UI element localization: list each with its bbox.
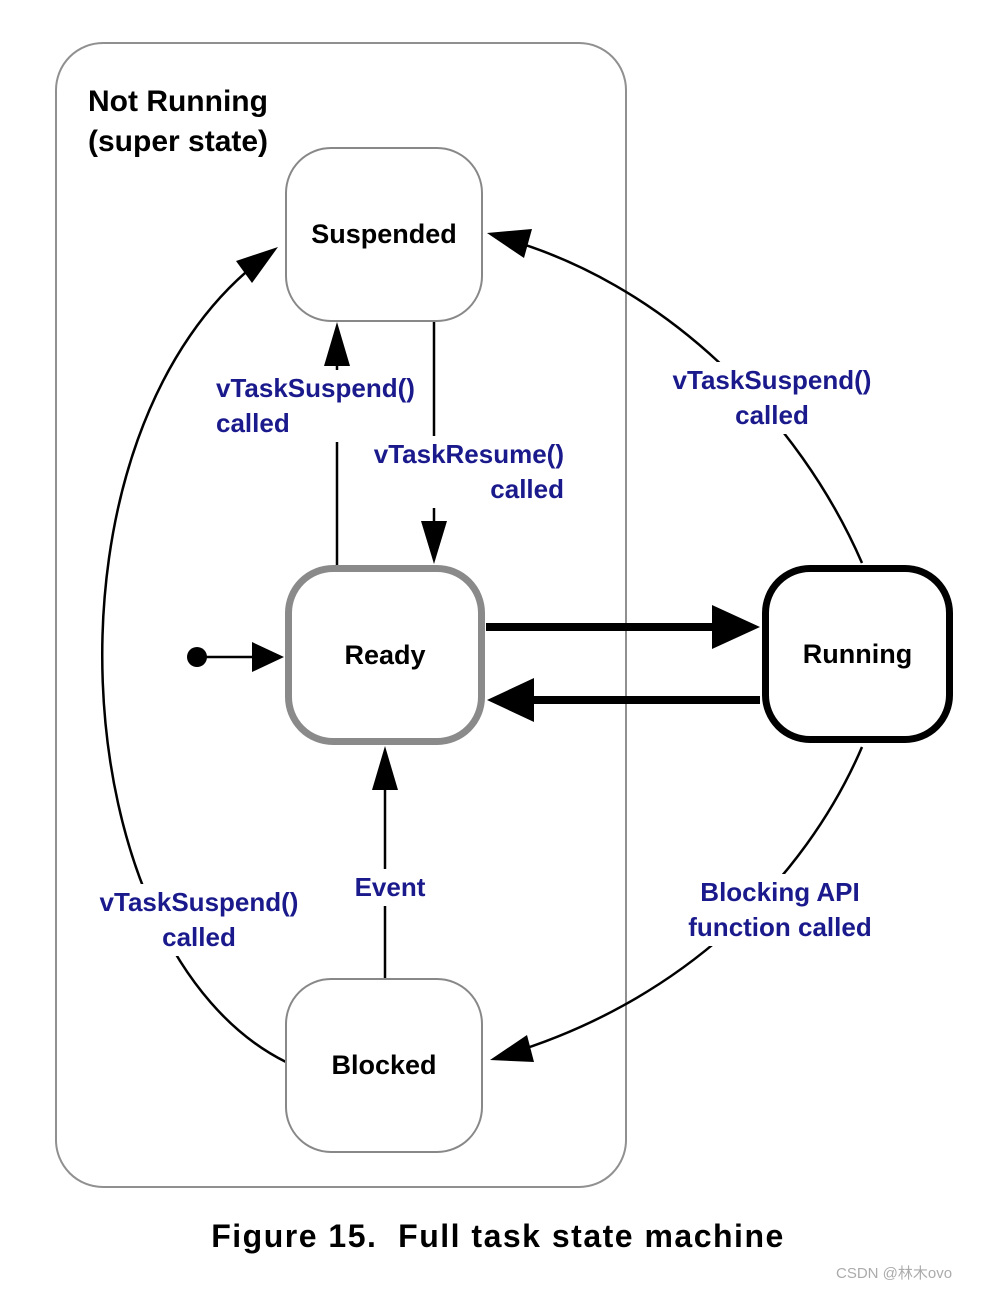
label-running-to-blocked: Blocking API function called <box>650 874 910 946</box>
label-suspended-to-ready: vTaskResume() called <box>358 436 568 508</box>
initial-state-arrow <box>187 642 284 672</box>
label-line: Blocking API <box>700 877 860 907</box>
label-line: vTaskSuspend() <box>99 887 299 917</box>
label-line: called <box>162 922 236 952</box>
state-running: Running <box>762 565 953 743</box>
label-line: function called <box>688 912 872 942</box>
watermark-text: CSDN @林木ovo <box>836 1265 953 1282</box>
arrow-ready-to-suspended <box>324 322 350 565</box>
arrow-blocked-to-ready <box>372 746 398 978</box>
label-line: vTaskSuspend() <box>216 373 415 403</box>
arrowhead <box>372 746 398 790</box>
super-state-label: Not Running (super state) <box>88 82 268 162</box>
super-state-label-line1: Not Running <box>88 85 268 118</box>
label-line: called <box>735 400 809 430</box>
arrowhead <box>324 322 350 366</box>
label-line: vTaskResume() <box>373 439 564 469</box>
state-blocked: Blocked <box>285 978 483 1153</box>
state-blocked-label: Blocked <box>331 1050 437 1080</box>
label-line: Event <box>354 872 426 902</box>
label-blocked-to-suspended: vTaskSuspend() called <box>90 884 308 956</box>
arrow-curve <box>101 254 287 1064</box>
label-line: called <box>490 474 564 504</box>
state-ready-label: Ready <box>344 639 426 670</box>
state-running-label: Running <box>802 638 913 669</box>
arrowhead <box>712 605 760 649</box>
label-line: vTaskSuspend() <box>672 365 872 395</box>
arrowhead <box>487 229 532 258</box>
initial-state-arrowhead <box>252 642 284 672</box>
label-blocked-to-ready: Event <box>336 869 444 906</box>
label-running-to-suspended: vTaskSuspend() called <box>652 362 892 434</box>
arrow-ready-to-running <box>486 605 760 649</box>
state-ready: Ready <box>285 565 485 745</box>
arrowhead <box>421 521 447 564</box>
initial-state-dot <box>187 647 207 667</box>
state-suspended-label: Suspended <box>311 219 457 249</box>
state-suspended: Suspended <box>285 147 483 322</box>
super-state-label-line2: (super state) <box>88 125 269 158</box>
label-ready-to-suspended: vTaskSuspend() called <box>212 370 419 442</box>
label-line: called <box>216 408 290 438</box>
arrowhead <box>236 247 278 283</box>
arrowhead <box>490 1035 534 1062</box>
figure-caption: Figure 15. Full task state machine <box>211 1218 785 1254</box>
arrow-running-to-ready <box>487 678 760 722</box>
arrowhead <box>487 678 534 722</box>
arrow-blocked-to-suspended <box>101 247 287 1064</box>
